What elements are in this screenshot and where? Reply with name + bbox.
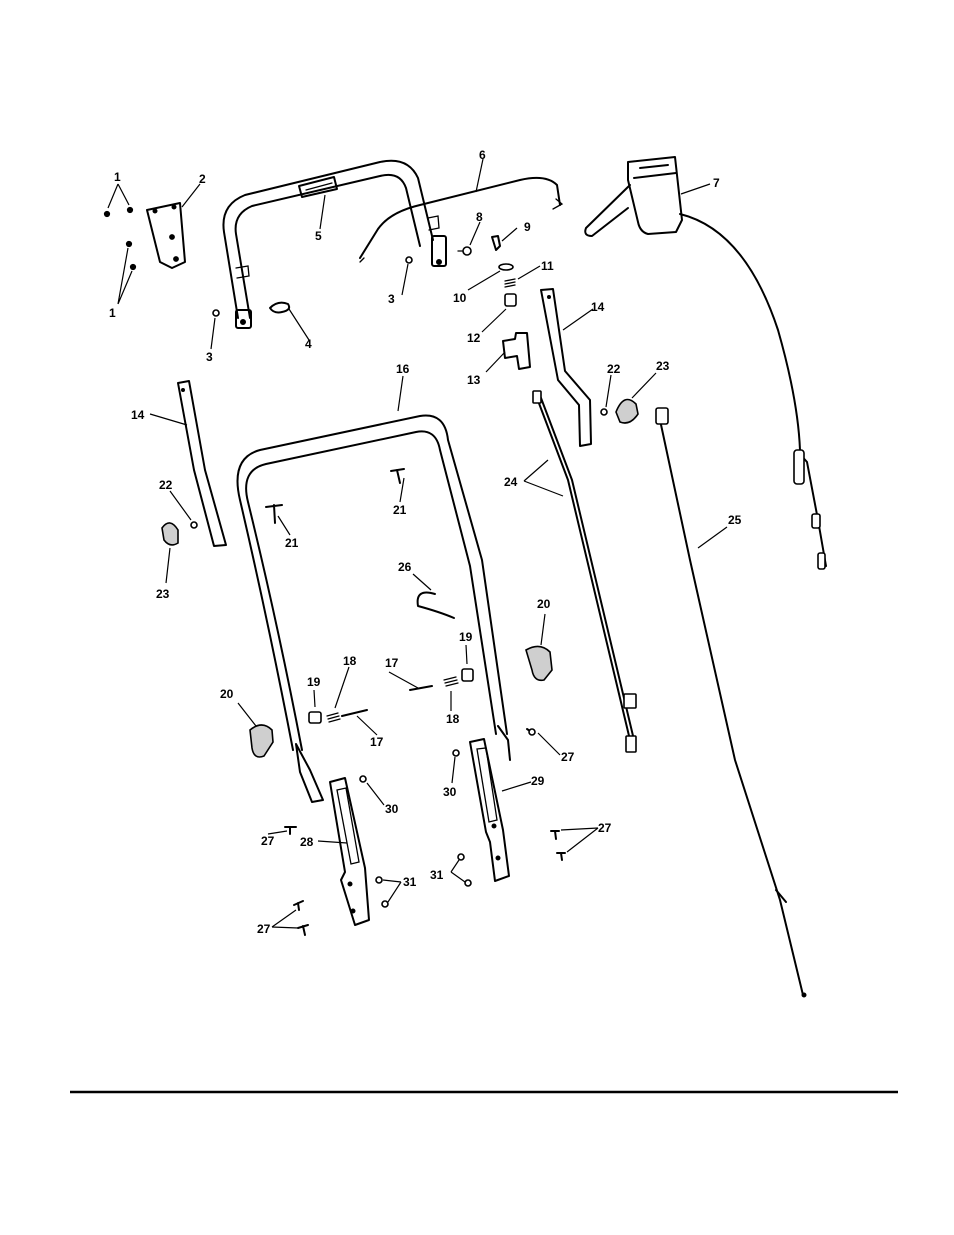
label-5: 5 <box>315 229 322 243</box>
part-17-bolts <box>341 671 433 736</box>
part-9-clip <box>491 227 518 251</box>
label-27-c: 27 <box>598 821 612 835</box>
part-4-clip <box>269 301 310 341</box>
label-20-left: 20 <box>220 687 234 701</box>
label-16: 16 <box>396 362 410 376</box>
label-25: 25 <box>728 513 742 527</box>
callout-labels: 1 1 2 3 3 4 5 6 7 8 9 10 11 12 13 14 14 … <box>109 148 742 936</box>
label-28: 28 <box>300 835 314 849</box>
part-31-nuts <box>375 853 472 908</box>
label-18-left: 18 <box>343 654 357 668</box>
label-3-right: 3 <box>388 292 395 306</box>
label-7: 7 <box>713 176 720 190</box>
label-24: 24 <box>504 475 518 489</box>
label-2: 2 <box>199 172 206 186</box>
part-30-nuts <box>359 749 460 806</box>
part-27-bolts <box>267 728 599 936</box>
label-17-left: 17 <box>370 735 384 749</box>
label-14-right: 14 <box>591 300 605 314</box>
part-29-bracket <box>469 738 532 882</box>
part-8-pin <box>457 221 481 256</box>
label-21-left: 21 <box>285 536 299 550</box>
label-13: 13 <box>467 373 481 387</box>
label-27-d: 27 <box>257 922 271 936</box>
label-22-right: 22 <box>607 362 621 376</box>
part-16-lower-handle <box>236 375 511 803</box>
part-20-knobs <box>237 613 553 758</box>
label-22-left: 22 <box>159 478 173 492</box>
part-14-bracket-left <box>149 380 227 547</box>
label-27-b: 27 <box>261 834 275 848</box>
label-8: 8 <box>476 210 483 224</box>
label-6: 6 <box>479 148 486 162</box>
label-14-left: 14 <box>131 408 145 422</box>
label-18-right: 18 <box>446 712 460 726</box>
part-14-bracket-right <box>540 288 594 447</box>
label-29: 29 <box>531 774 545 788</box>
label-31-left: 31 <box>403 875 417 889</box>
label-23-left: 23 <box>156 587 170 601</box>
label-21-right: 21 <box>393 503 407 517</box>
label-30-left: 30 <box>385 802 399 816</box>
part-5-upper-handle <box>222 159 447 329</box>
part-22-washers <box>169 374 612 529</box>
part-12-nut <box>481 293 517 333</box>
part-2-plate <box>146 183 201 269</box>
label-1-top: 1 <box>114 170 121 184</box>
part-11-spring <box>504 265 541 288</box>
part-18-springs <box>326 666 459 723</box>
part-7-control-box <box>584 156 801 451</box>
label-19-left: 19 <box>307 675 321 689</box>
label-17-right: 17 <box>385 656 399 670</box>
label-3-left: 3 <box>206 350 213 364</box>
label-23-right: 23 <box>656 359 670 373</box>
part-21-bolts <box>265 468 405 536</box>
label-9: 9 <box>524 220 531 234</box>
label-4: 4 <box>305 337 312 351</box>
label-19-right: 19 <box>459 630 473 644</box>
part-24-cable <box>523 390 637 753</box>
label-10: 10 <box>453 291 467 305</box>
part-13-block <box>485 332 531 373</box>
label-1-bottom: 1 <box>109 306 116 320</box>
part-23-knobs <box>161 372 657 584</box>
part-6-control-rod <box>359 158 564 263</box>
part-3-nuts <box>210 256 413 350</box>
part-25-cable <box>655 407 827 998</box>
label-20-right: 20 <box>537 597 551 611</box>
label-12: 12 <box>467 331 481 345</box>
part-19-bushings <box>308 644 474 724</box>
part-10-washer <box>467 263 514 291</box>
label-11: 11 <box>541 259 554 273</box>
part-28-bracket <box>317 777 370 926</box>
part-1-screws <box>103 183 137 305</box>
part-26-tie <box>412 573 455 619</box>
label-26: 26 <box>398 560 412 574</box>
label-27-a: 27 <box>561 750 575 764</box>
label-31-right: 31 <box>430 868 444 882</box>
label-30-right: 30 <box>443 785 457 799</box>
